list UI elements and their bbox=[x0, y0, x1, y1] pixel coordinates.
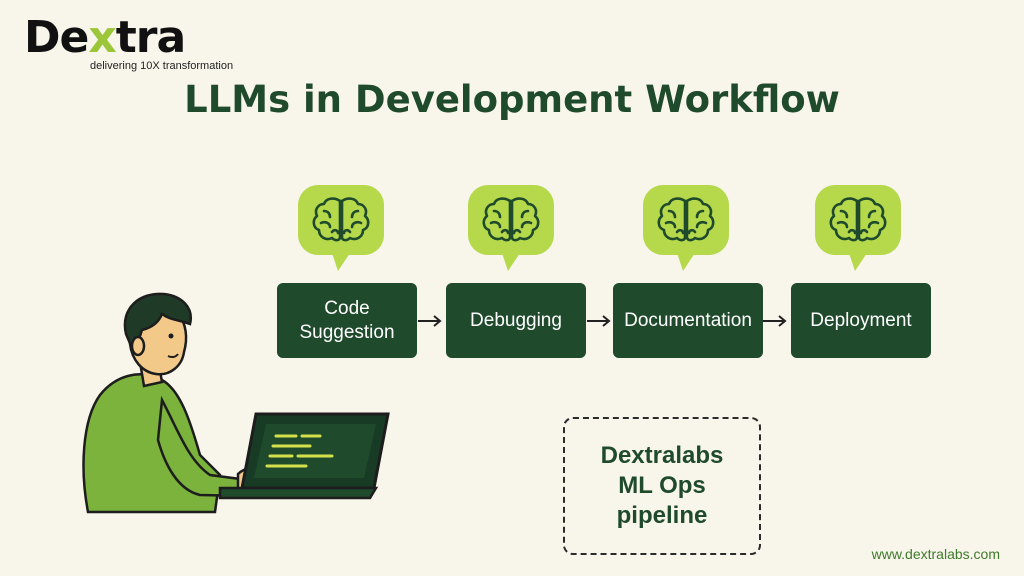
brain-icon bbox=[641, 183, 731, 273]
brain-icon bbox=[813, 183, 903, 273]
arrow-right-icon bbox=[587, 315, 611, 327]
brain-icon bbox=[466, 183, 556, 273]
website-url[interactable]: www.dextralabs.com bbox=[871, 546, 1000, 562]
step-deployment: Deployment bbox=[791, 283, 931, 358]
step-code-suggestion: Code Suggestion bbox=[277, 283, 417, 358]
arrow-right-icon bbox=[763, 315, 787, 327]
logo-wordmark: Dextra bbox=[24, 12, 186, 63]
pipeline-label: Dextralabs ML Ops pipeline bbox=[600, 442, 724, 529]
step-documentation: Documentation bbox=[613, 283, 763, 358]
step-debugging: Debugging bbox=[446, 283, 586, 358]
ml-ops-pipeline-box: Dextralabs ML Ops pipeline bbox=[563, 417, 761, 555]
dextra-logo: Dextra delivering 10X transformation bbox=[24, 12, 234, 73]
logo-tagline: delivering 10X transformation bbox=[90, 60, 234, 72]
arrow-right-icon bbox=[418, 315, 442, 327]
developer-illustration bbox=[82, 292, 390, 514]
page-title: LLMs in Development Workflow bbox=[184, 78, 840, 121]
brain-icon bbox=[296, 183, 386, 273]
